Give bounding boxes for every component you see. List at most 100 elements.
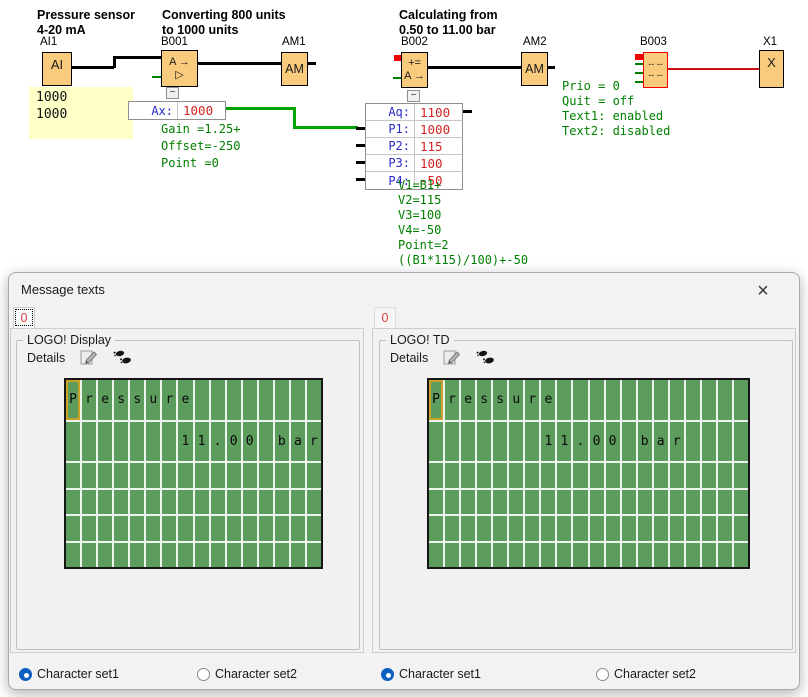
lcd-cell[interactable] xyxy=(590,516,604,541)
lcd-cell[interactable] xyxy=(493,516,507,541)
lcd-cell[interactable] xyxy=(82,422,96,462)
lcd-cell[interactable] xyxy=(211,463,225,488)
lcd-cell[interactable] xyxy=(178,490,192,515)
lcd-cell[interactable] xyxy=(82,516,96,541)
tab-display-0[interactable]: 0 xyxy=(13,307,35,328)
lcd-cell[interactable] xyxy=(590,490,604,515)
lcd-cell[interactable] xyxy=(429,422,443,462)
lcd-cell[interactable] xyxy=(98,516,112,541)
lcd-cell[interactable] xyxy=(622,516,636,541)
lcd-cell[interactable]: . xyxy=(573,422,587,462)
lcd-cell[interactable] xyxy=(146,422,160,462)
lcd-cell[interactable]: s xyxy=(114,380,128,420)
lcd-cell[interactable] xyxy=(211,490,225,515)
lcd-cell[interactable]: s xyxy=(493,380,507,420)
lcd-cell[interactable] xyxy=(557,543,571,568)
lcd-cell[interactable] xyxy=(670,543,684,568)
radio-display-charset1[interactable] xyxy=(19,668,32,681)
b002-parameter-table[interactable]: Aq:1100 P1:1000 P2:115 P3:100 P4:-50 xyxy=(365,103,463,190)
lcd-cell[interactable] xyxy=(606,490,620,515)
lcd-cell[interactable] xyxy=(734,463,748,488)
p2-value[interactable]: 115 xyxy=(415,139,443,154)
lcd-cell[interactable] xyxy=(702,463,716,488)
lcd-cell[interactable]: 1 xyxy=(557,422,571,462)
lcd-cell[interactable] xyxy=(718,422,732,462)
lcd-cell[interactable] xyxy=(541,490,555,515)
lcd-cell[interactable] xyxy=(461,490,475,515)
lcd-cell[interactable] xyxy=(670,516,684,541)
special-characters-icon[interactable] xyxy=(476,348,496,366)
b002-collapse-toggle[interactable]: − xyxy=(407,90,420,102)
lcd-cell[interactable] xyxy=(493,422,507,462)
lcd-cell[interactable] xyxy=(509,543,523,568)
lcd-cell[interactable] xyxy=(718,463,732,488)
lcd-cell[interactable] xyxy=(573,463,587,488)
lcd-cell[interactable] xyxy=(291,463,305,488)
lcd-cell[interactable]: u xyxy=(509,380,523,420)
lcd-cell[interactable] xyxy=(702,490,716,515)
radio-display-charset2[interactable] xyxy=(197,668,210,681)
lcd-cell[interactable] xyxy=(227,543,241,568)
lcd-cell[interactable] xyxy=(211,516,225,541)
lcd-cell[interactable] xyxy=(525,490,539,515)
lcd-cell[interactable] xyxy=(573,380,587,420)
lcd-cell[interactable] xyxy=(509,422,523,462)
lcd-cell[interactable] xyxy=(82,490,96,515)
lcd-cell[interactable]: s xyxy=(477,380,491,420)
lcd-cell[interactable] xyxy=(606,543,620,568)
lcd-cell[interactable] xyxy=(541,516,555,541)
lcd-cell[interactable]: 1 xyxy=(541,422,555,462)
lcd-cell[interactable]: 1 xyxy=(195,422,209,462)
lcd-cell[interactable]: a xyxy=(654,422,668,462)
lcd-cell[interactable]: P xyxy=(429,380,443,420)
lcd-cell[interactable]: 0 xyxy=(227,422,241,462)
lcd-cell[interactable] xyxy=(162,543,176,568)
lcd-cell[interactable] xyxy=(702,380,716,420)
lcd-cell[interactable] xyxy=(162,516,176,541)
lcd-cell[interactable] xyxy=(130,490,144,515)
lcd-cell[interactable] xyxy=(243,516,257,541)
radio-label[interactable]: Character set1 xyxy=(37,667,119,681)
lcd-cell[interactable] xyxy=(114,463,128,488)
lcd-cell[interactable] xyxy=(686,543,700,568)
lcd-cell[interactable] xyxy=(259,490,273,515)
lcd-cell[interactable] xyxy=(275,543,289,568)
lcd-cell[interactable] xyxy=(307,516,321,541)
lcd-cell[interactable] xyxy=(557,463,571,488)
lcd-cell[interactable]: b xyxy=(638,422,652,462)
lcd-cell[interactable] xyxy=(509,490,523,515)
lcd-cell[interactable] xyxy=(146,490,160,515)
table-row[interactable]: P1:1000 xyxy=(366,121,462,138)
radio-label[interactable]: Character set1 xyxy=(399,667,481,681)
lcd-cell[interactable] xyxy=(702,543,716,568)
lcd-cell[interactable] xyxy=(227,490,241,515)
lcd-cell[interactable] xyxy=(178,543,192,568)
lcd-cell[interactable] xyxy=(275,380,289,420)
lcd-cell[interactable] xyxy=(702,516,716,541)
lcd-cell[interactable] xyxy=(429,543,443,568)
lcd-cell[interactable] xyxy=(227,516,241,541)
lcd-cell[interactable] xyxy=(259,543,273,568)
lcd-cell[interactable] xyxy=(195,463,209,488)
lcd-cell[interactable] xyxy=(638,490,652,515)
lcd-cell[interactable]: s xyxy=(130,380,144,420)
lcd-cell[interactable] xyxy=(638,380,652,420)
lcd-cell[interactable] xyxy=(429,516,443,541)
lcd-cell[interactable] xyxy=(227,463,241,488)
lcd-cell[interactable]: 0 xyxy=(243,422,257,462)
lcd-cell[interactable] xyxy=(686,490,700,515)
lcd-cell[interactable] xyxy=(178,463,192,488)
lcd-cell[interactable]: r xyxy=(307,422,321,462)
lcd-cell[interactable] xyxy=(557,380,571,420)
lcd-cell[interactable]: r xyxy=(162,380,176,420)
lcd-cell[interactable] xyxy=(541,543,555,568)
p3-value[interactable]: 100 xyxy=(415,156,443,171)
lcd-cell[interactable]: u xyxy=(146,380,160,420)
special-characters-icon[interactable] xyxy=(113,348,133,366)
block-am2[interactable]: AM xyxy=(521,52,548,86)
lcd-cell[interactable] xyxy=(445,543,459,568)
lcd-cell[interactable] xyxy=(162,490,176,515)
close-icon[interactable]: × xyxy=(749,279,777,303)
lcd-cell[interactable] xyxy=(654,463,668,488)
lcd-cell[interactable] xyxy=(259,516,273,541)
